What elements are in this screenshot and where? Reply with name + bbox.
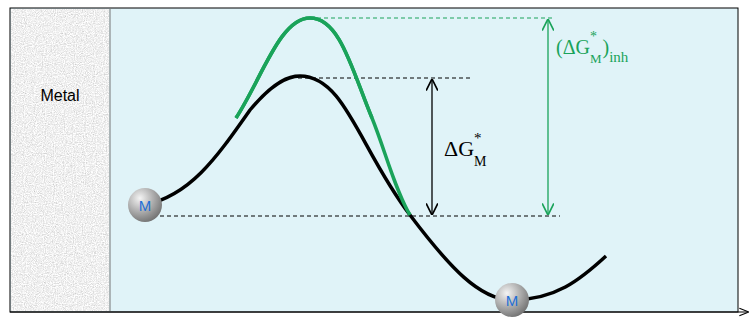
energy-symbol: ΔG	[444, 138, 474, 160]
metal-atom: M	[128, 188, 162, 222]
energy-curve	[145, 76, 606, 300]
ion-atom: M	[495, 283, 529, 317]
energy-symbol: (ΔG	[556, 37, 590, 57]
metal-texture	[11, 9, 109, 311]
atom-symbol: M	[139, 197, 152, 214]
metal-panel: Metal	[11, 9, 109, 311]
atom-symbol: M	[506, 292, 519, 309]
subscript: M	[590, 52, 602, 65]
subscript: inh	[609, 50, 628, 65]
superscript: *	[474, 131, 482, 146]
subscript: M	[474, 155, 486, 169]
superscript: *	[590, 30, 597, 44]
bracket: )	[603, 37, 610, 57]
reaction-axis	[10, 311, 748, 312]
material-label: Metal	[40, 87, 79, 105]
